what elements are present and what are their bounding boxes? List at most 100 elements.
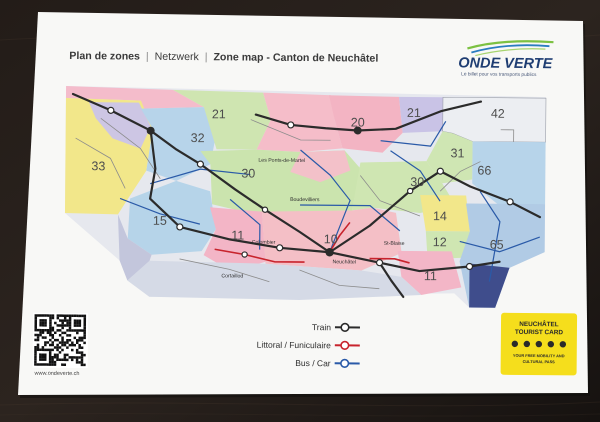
qr-module bbox=[80, 339, 84, 342]
qr-module bbox=[83, 324, 86, 327]
qr-module bbox=[63, 341, 67, 344]
qr-module bbox=[71, 341, 74, 344]
zone-number-21: 21 bbox=[407, 106, 421, 120]
qr-module bbox=[71, 329, 74, 332]
zone-number-65: 65 bbox=[490, 238, 504, 252]
minor-line bbox=[359, 175, 421, 217]
qr-module bbox=[44, 341, 47, 344]
qr-module bbox=[59, 319, 62, 322]
funiculaire-line bbox=[328, 221, 351, 253]
qr-module bbox=[66, 314, 69, 317]
legend-station-symbol bbox=[340, 340, 350, 350]
qr-module bbox=[75, 356, 79, 359]
qr-module bbox=[39, 314, 42, 317]
qr-module bbox=[54, 331, 57, 335]
qr-module bbox=[41, 319, 45, 322]
qr-module bbox=[61, 363, 64, 366]
pictogram-icon bbox=[511, 340, 519, 348]
qr-module bbox=[48, 353, 52, 357]
zone-number-11: 11 bbox=[231, 228, 244, 242]
qr-module bbox=[78, 351, 81, 354]
qr-module bbox=[36, 346, 40, 349]
qr-module bbox=[63, 363, 67, 366]
qr-module bbox=[78, 329, 82, 332]
qr-module bbox=[80, 336, 84, 340]
qr-module bbox=[80, 363, 84, 367]
qr-module bbox=[73, 324, 77, 327]
qr-module bbox=[49, 326, 52, 330]
qr-module bbox=[46, 363, 49, 366]
zone-number-42: 42 bbox=[491, 107, 505, 121]
qr-module bbox=[34, 328, 37, 332]
qr-module bbox=[51, 316, 55, 320]
qr-module bbox=[49, 321, 52, 325]
qr-module bbox=[46, 328, 50, 332]
qr-module bbox=[80, 356, 84, 359]
qr-module bbox=[56, 314, 60, 317]
zone-number-66: 66 bbox=[477, 164, 491, 178]
minor-line bbox=[250, 119, 331, 141]
qr-module bbox=[76, 314, 79, 318]
train-line bbox=[148, 129, 181, 229]
qr-module bbox=[76, 324, 79, 327]
zone-numbers: 33 32 21 20 21 42 31 66 30 30 15 11 10 1… bbox=[91, 106, 505, 283]
qr-module bbox=[78, 319, 82, 322]
logo-wordmark: ONDE VERTE bbox=[458, 55, 553, 72]
qr-module bbox=[83, 329, 86, 332]
qr-module bbox=[54, 321, 57, 325]
qr-module bbox=[56, 353, 59, 357]
qr-module bbox=[78, 343, 81, 347]
minor-line bbox=[179, 258, 270, 283]
qr-module bbox=[66, 358, 69, 362]
map-title: Plan de zones | Netzwerk | Zone map - Ca… bbox=[69, 50, 378, 65]
qr-module bbox=[36, 328, 40, 332]
zone-20-area bbox=[329, 95, 403, 153]
zone-number-10: 10 bbox=[324, 232, 338, 246]
qr-module bbox=[49, 314, 52, 317]
qr-module bbox=[51, 343, 54, 347]
qr-module bbox=[36, 336, 40, 339]
qr-module bbox=[78, 314, 82, 318]
qr-module bbox=[59, 314, 62, 317]
qr-module bbox=[44, 336, 47, 339]
qr-module bbox=[41, 348, 45, 352]
station-label: Cortaillod bbox=[221, 273, 243, 279]
qr-module bbox=[48, 355, 52, 359]
qr-module bbox=[41, 358, 45, 361]
tourist-card-title: TOURIST CARD bbox=[515, 329, 564, 336]
qr-module bbox=[76, 319, 79, 322]
qr-module bbox=[34, 326, 37, 329]
zone-border bbox=[500, 129, 515, 142]
qr-module bbox=[73, 321, 77, 325]
qr-module bbox=[73, 343, 77, 347]
qr-module bbox=[39, 358, 42, 361]
pictogram-icon bbox=[535, 340, 543, 348]
qr-module bbox=[49, 316, 52, 320]
qr-module bbox=[49, 329, 52, 332]
train-line bbox=[178, 225, 501, 273]
qr-module bbox=[63, 316, 67, 320]
qr-module bbox=[68, 343, 72, 347]
bus-line bbox=[119, 197, 201, 225]
legend-label: Bus / Car bbox=[295, 358, 331, 368]
qr-module bbox=[56, 329, 60, 332]
qr-module bbox=[51, 333, 55, 337]
station-labels: Les Ponts-de-Martel Boudevilliers Colomb… bbox=[221, 158, 404, 280]
qr-module bbox=[83, 321, 87, 325]
qr-module bbox=[56, 356, 59, 359]
logo-swoosh bbox=[467, 40, 554, 57]
zone-number-21: 21 bbox=[212, 107, 226, 121]
qr-module bbox=[34, 338, 37, 342]
station-marker bbox=[506, 198, 514, 206]
qr-module bbox=[46, 348, 50, 352]
qr-module bbox=[61, 314, 65, 317]
zone-number-12: 12 bbox=[433, 235, 447, 249]
qr-module bbox=[66, 321, 69, 325]
qr-module bbox=[41, 328, 45, 332]
qr-module bbox=[80, 329, 84, 332]
zone-patch bbox=[117, 214, 152, 281]
qr-module bbox=[39, 328, 42, 332]
bus-line bbox=[300, 149, 351, 253]
bus-line bbox=[150, 168, 251, 185]
